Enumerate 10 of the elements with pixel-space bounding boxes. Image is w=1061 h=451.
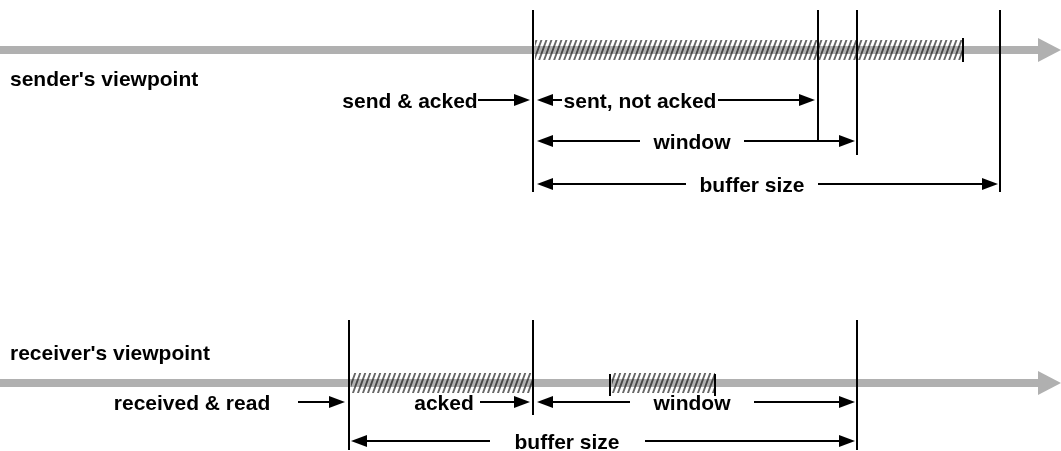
dimension-label: window [653, 391, 731, 413]
dimension-label: window [653, 130, 731, 152]
dimension-label: buffer size [514, 430, 620, 451]
dimension-label: buffer size [699, 173, 805, 195]
dimension-label: sender's viewpoint [10, 67, 199, 89]
dimension-label: send & acked [342, 89, 478, 111]
dimension-label: receiver's viewpoint [10, 341, 210, 363]
dimension-label: received & read [113, 391, 271, 413]
dimension-label: acked [414, 391, 474, 413]
dimension-label: sent, not acked [563, 89, 717, 111]
